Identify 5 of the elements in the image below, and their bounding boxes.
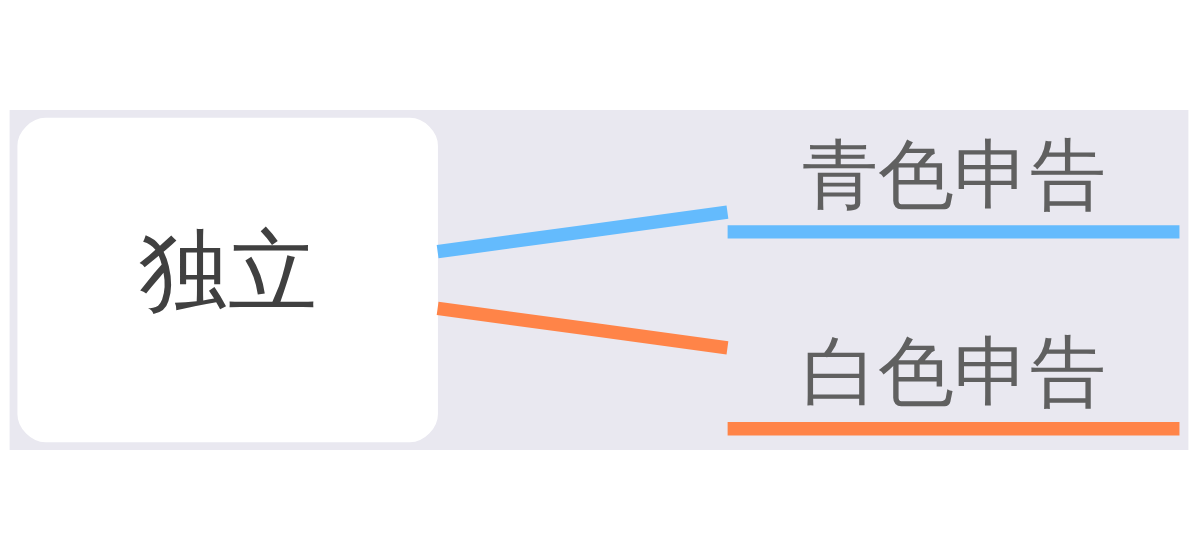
connector — [436, 205, 729, 259]
node-text: 青色申告 — [801, 130, 1106, 220]
node-box: 独立 — [17, 117, 438, 443]
connector — [436, 301, 729, 355]
node-text: 白色申告 — [801, 326, 1106, 416]
